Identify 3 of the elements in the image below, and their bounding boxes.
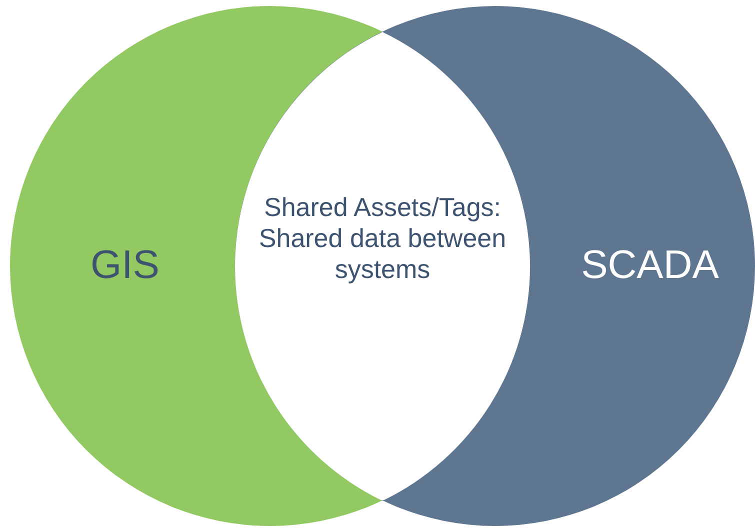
circle-label: SCADA (580, 242, 720, 289)
overlap-label: Shared Assets/Tags: Shared data between systems (258, 192, 508, 286)
circle-label: GIS (90, 242, 160, 289)
